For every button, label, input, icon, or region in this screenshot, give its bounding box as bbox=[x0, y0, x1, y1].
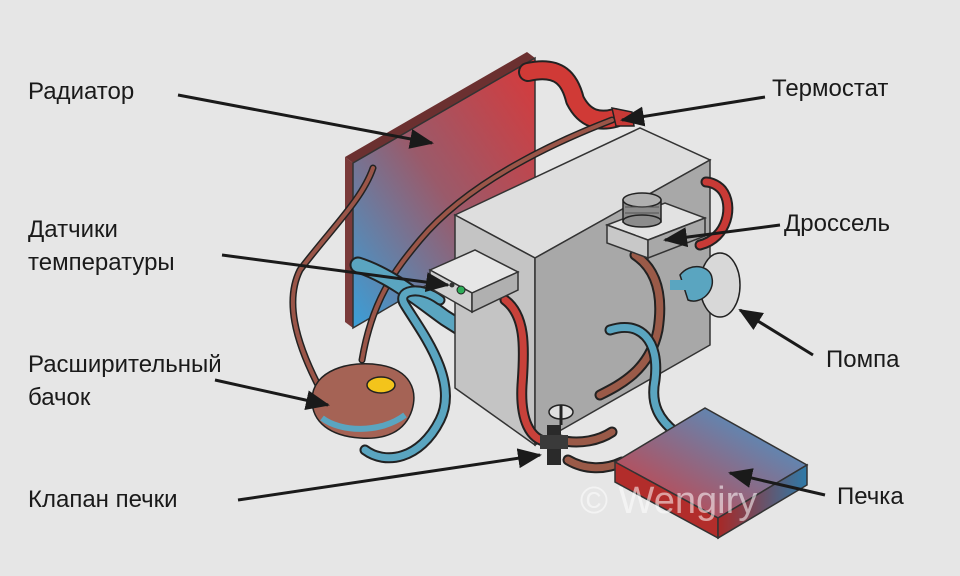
arrow-valve bbox=[237, 448, 542, 502]
arrow-radiator bbox=[177, 93, 434, 149]
label-sensors-line2: температуры bbox=[28, 249, 175, 276]
leader-arrows bbox=[177, 93, 826, 502]
label-throttle: Дроссель bbox=[784, 210, 891, 237]
water-pump bbox=[670, 252, 741, 318]
label-thermostat: Термостат bbox=[772, 75, 889, 102]
label-radiator: Радиатор bbox=[28, 78, 135, 105]
arrow-throttle bbox=[663, 223, 781, 248]
label-tank-line2: бачок bbox=[28, 384, 91, 411]
arrow-pump bbox=[738, 308, 814, 357]
arrow-sensors bbox=[221, 253, 450, 293]
label-tank-line1: Расширительный bbox=[28, 351, 222, 378]
label-sensors-line1: Датчики bbox=[28, 216, 118, 243]
heater-core bbox=[613, 407, 809, 540]
watermark: © Wengiry bbox=[580, 480, 758, 522]
arrow-heater bbox=[728, 468, 826, 497]
expansion-tank bbox=[311, 363, 415, 440]
temperature-sensor bbox=[428, 249, 520, 314]
label-heater-valve: Клапан печки bbox=[28, 486, 178, 513]
label-heater: Печка bbox=[837, 483, 904, 510]
heater-valve bbox=[540, 404, 574, 465]
label-pump: Помпа bbox=[826, 346, 900, 373]
arrow-tank bbox=[214, 378, 330, 411]
thermostat bbox=[611, 107, 635, 127]
arrow-thermostat bbox=[620, 95, 766, 127]
